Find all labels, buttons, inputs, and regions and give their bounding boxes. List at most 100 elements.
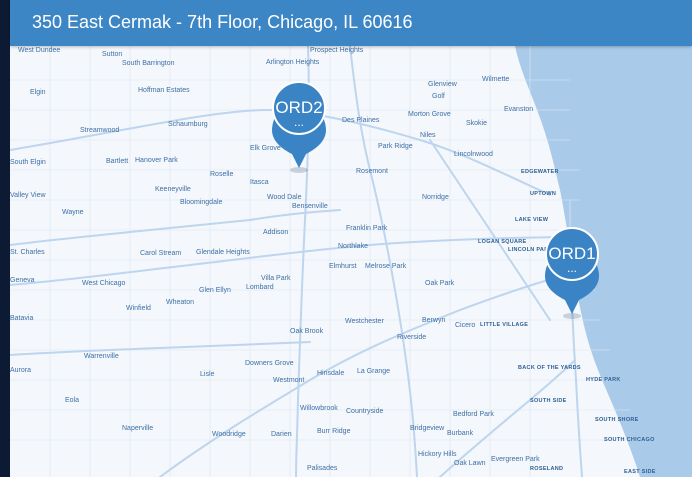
neighborhood-label: LOGAN SQUARE xyxy=(478,239,527,245)
place-label: Naperville xyxy=(122,425,153,432)
neighborhood-label: SOUTH CHICAGO xyxy=(604,437,655,443)
place-label: Hanover Park xyxy=(135,157,178,164)
place-label: Niles xyxy=(420,132,436,139)
place-label: Villa Park xyxy=(261,275,291,282)
neighborhood-label: EAST SIDE xyxy=(624,469,656,475)
place-label: Golf xyxy=(432,93,445,100)
marker-ring xyxy=(272,81,326,135)
place-label: Downers Grove xyxy=(245,360,294,367)
place-label: Glenview xyxy=(428,81,458,88)
place-label: Burbank xyxy=(447,430,474,437)
ord1-marker[interactable]: ORD1 ... xyxy=(545,227,599,319)
neighborhood-labels: EDGEWATER UPTOWN LAKE VIEW LOGAN SQUARE … xyxy=(478,169,656,475)
place-label: Norridge xyxy=(422,194,449,201)
place-label: Des Plaines xyxy=(342,117,380,124)
place-label: Berwyn xyxy=(422,317,445,324)
place-label: Lombard xyxy=(246,284,274,291)
place-label: Roselle xyxy=(210,171,233,178)
place-label: Keeneyville xyxy=(155,186,191,193)
place-label: Riverside xyxy=(397,334,426,341)
place-label: Bloomingdale xyxy=(180,199,223,206)
place-label: Burr Ridge xyxy=(317,428,351,435)
place-label: Bartlett xyxy=(106,158,128,165)
place-label: Westmont xyxy=(273,377,304,384)
place-label: Oak Lawn xyxy=(454,460,486,467)
marker-shadow xyxy=(563,313,581,319)
place-label: Winfield xyxy=(126,305,151,312)
place-label: Lisle xyxy=(200,371,215,378)
place-label: Willowbrook xyxy=(300,405,338,412)
place-label: Valley View xyxy=(10,192,46,199)
neighborhood-label: LINCOLN PARK xyxy=(508,247,553,253)
place-label: Park Ridge xyxy=(378,143,413,150)
address-header: 350 East Cermak - 7th Floor, Chicago, IL… xyxy=(10,0,692,46)
place-label: Skokie xyxy=(466,120,487,127)
place-label: Evanston xyxy=(504,106,533,113)
place-label: Wilmette xyxy=(482,76,509,83)
place-label: Aurora xyxy=(10,367,31,374)
address-title: 350 East Cermak - 7th Floor, Chicago, IL… xyxy=(32,12,413,32)
neighborhood-label: SOUTH SIDE xyxy=(530,398,567,404)
place-label: West Chicago xyxy=(82,280,126,287)
place-label: Darien xyxy=(271,431,292,438)
ord1-label: ORD1 xyxy=(548,244,595,263)
place-label: Warrenville xyxy=(84,353,119,360)
ord2-marker[interactable]: ORD2 ... xyxy=(272,81,326,173)
place-label: Wheaton xyxy=(166,299,194,306)
map-view[interactable]: West Dundee Sutton South Barrington Hoff… xyxy=(10,0,692,477)
place-label: Rosemont xyxy=(356,168,388,175)
place-label: Wayne xyxy=(62,209,84,216)
place-label: Woodridge xyxy=(212,431,246,438)
place-label: Sutton xyxy=(102,51,122,58)
marker-shadow xyxy=(290,167,308,173)
place-label: Itasca xyxy=(250,179,269,186)
place-label: Glen Ellyn xyxy=(199,287,231,294)
place-label: Elgin xyxy=(30,89,46,96)
place-label: Franklin Park xyxy=(346,225,388,232)
place-label: Eola xyxy=(65,397,79,404)
place-label: Elk Grove Village xyxy=(250,145,304,152)
place-label: Cicero xyxy=(455,322,475,329)
neighborhood-label: ROSELAND xyxy=(530,466,563,472)
place-label: Oak Brook xyxy=(290,328,324,335)
ord2-more: ... xyxy=(294,115,304,129)
place-label: Schaumburg xyxy=(168,121,208,128)
place-label: Bensenville xyxy=(292,203,328,210)
place-label: South Elgin xyxy=(10,159,46,166)
place-label: St. Charles xyxy=(10,249,45,256)
place-label: Glendale Heights xyxy=(196,249,250,256)
neighborhood-label: LAKE VIEW xyxy=(515,217,549,223)
place-label: Hickory Hills xyxy=(418,451,457,458)
place-label: Arlington Heights xyxy=(266,59,320,66)
ord2-label: ORD2 xyxy=(275,98,322,117)
place-labels: West Dundee Sutton South Barrington Hoff… xyxy=(10,47,540,472)
lake-michigan xyxy=(515,46,692,477)
neighborhood-label: BACK OF THE YARDS xyxy=(518,365,581,371)
neighborhood-label: SOUTH SHORE xyxy=(595,417,639,423)
place-label: Oak Park xyxy=(425,280,455,287)
place-label: Hinsdale xyxy=(317,370,344,377)
place-label: Evergreen Park xyxy=(491,456,540,463)
place-label: Wood Dale xyxy=(267,194,302,201)
neighborhood-label: EDGEWATER xyxy=(521,169,559,175)
place-label: Hoffman Estates xyxy=(138,87,190,94)
place-label: La Grange xyxy=(357,368,390,375)
place-label: Elmhurst xyxy=(329,263,357,270)
place-label: Batavia xyxy=(10,315,33,322)
place-label: Lincolnwood xyxy=(454,151,493,158)
place-label: Bedford Park xyxy=(453,411,494,418)
place-label: Palisades xyxy=(307,465,338,472)
left-edge xyxy=(0,0,10,477)
place-label: Melrose Park xyxy=(365,263,407,270)
place-label: Geneva xyxy=(10,277,35,284)
major-roads xyxy=(10,45,583,477)
place-label: Carol Stream xyxy=(140,250,181,257)
place-label: South Barrington xyxy=(122,60,175,67)
place-label: Bridgeview xyxy=(410,425,445,432)
marker-ring xyxy=(545,227,599,281)
neighborhood-label: HYDE PARK xyxy=(586,377,621,383)
place-label: Morton Grove xyxy=(408,111,451,118)
place-label: Northlake xyxy=(338,243,368,250)
neighborhood-label: UPTOWN xyxy=(530,191,556,197)
place-label: Westchester xyxy=(345,318,384,325)
